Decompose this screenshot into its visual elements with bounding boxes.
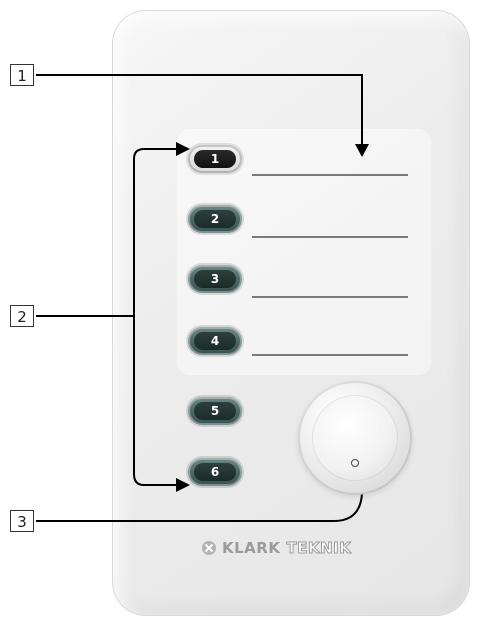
- preset-button-5[interactable]: 5: [188, 397, 242, 425]
- knob-indicator-icon: [351, 459, 359, 467]
- wall-panel: [112, 10, 470, 616]
- preset-button-3[interactable]: 3: [188, 265, 242, 293]
- preset-button-2-label: 2: [194, 210, 236, 228]
- preset-button-1-label: 1: [194, 150, 236, 168]
- volume-knob-cap[interactable]: [312, 395, 398, 481]
- callout-2-lower-arrowhead: [176, 478, 190, 492]
- callout-2-upper-arrowhead: [176, 142, 190, 156]
- brand-suffix: TEKNIK: [286, 539, 352, 558]
- callout-2-lower-arrow: [133, 316, 178, 486]
- callout-3-box: 3: [10, 510, 34, 532]
- label-line-2: [252, 236, 408, 238]
- callout-2-upper-arrow: [133, 148, 178, 316]
- preset-button-4-label: 4: [194, 332, 236, 350]
- callout-1-arrow: [36, 74, 363, 145]
- preset-button-5-label: 5: [194, 402, 236, 420]
- brand-prefix: KLARK: [222, 539, 281, 557]
- brand-logo: KLARK TEKNIK: [202, 539, 352, 558]
- preset-button-3-label: 3: [194, 270, 236, 288]
- callout-1-box: 1: [10, 64, 34, 86]
- preset-button-4[interactable]: 4: [188, 327, 242, 355]
- preset-button-1[interactable]: 1: [188, 145, 242, 173]
- label-line-3: [252, 296, 408, 298]
- callout-2-box: 2: [10, 305, 34, 327]
- preset-button-6-label: 6: [194, 463, 236, 481]
- brand-mark-icon: [202, 541, 216, 555]
- preset-button-6[interactable]: 6: [188, 458, 242, 486]
- callout-1-arrowhead: [355, 144, 369, 157]
- volume-knob[interactable]: [298, 381, 412, 495]
- label-line-1: [252, 174, 408, 176]
- preset-button-2[interactable]: 2: [188, 205, 242, 233]
- label-line-4: [252, 354, 408, 356]
